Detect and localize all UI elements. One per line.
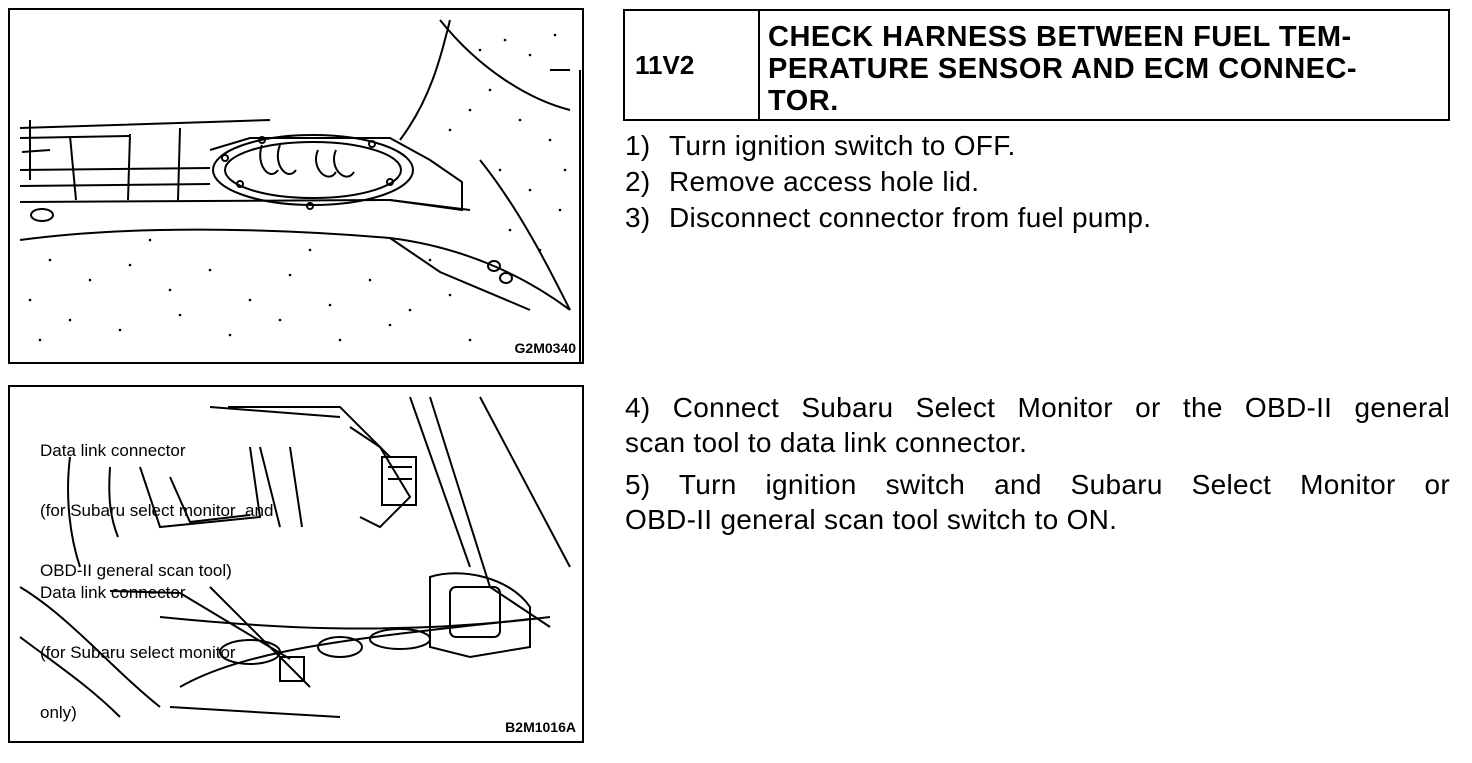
callout-data-link-connector-select-monitor: Data link connector (for Subaru select m… bbox=[40, 543, 236, 763]
step-item: 1) Turn ignition switch to OFF. bbox=[625, 128, 1151, 164]
step-text: Disconnect connector from fuel pump. bbox=[669, 202, 1152, 233]
figure-code: G2M0340 bbox=[514, 340, 576, 356]
callout-line: (for Subaru select monitor bbox=[40, 643, 236, 662]
step-number: 1) bbox=[625, 130, 651, 161]
step-text: Turn ignition switch to OFF. bbox=[669, 130, 1016, 161]
step-title-line: CHECK HARNESS BETWEEN FUEL TEM- bbox=[768, 21, 1352, 53]
step-4-line: scan tool to data link connector. bbox=[625, 427, 1028, 458]
callout-line: Data link connector bbox=[40, 583, 186, 602]
step-5-paragraph: 5) Turn ignition switch and Subaru Selec… bbox=[625, 467, 1450, 537]
step-text: Remove access hole lid. bbox=[669, 166, 980, 197]
step-number: 2) bbox=[625, 166, 651, 197]
step-5-line: OBD-II general scan tool switch to ON. bbox=[625, 504, 1118, 535]
step-list: 1) Turn ignition switch to OFF. 2) Remove … bbox=[625, 128, 1151, 236]
step-title-line: TOR. bbox=[768, 85, 839, 117]
figure-code: B2M1016A bbox=[505, 719, 576, 735]
step-5-line: 5) Turn ignition switch and Subaru Selec… bbox=[625, 469, 1450, 500]
step-item: 3) Disconnect connector from fuel pump. bbox=[625, 200, 1151, 236]
step-title: CHECK HARNESS BETWEEN FUEL TEM- PERATURE… bbox=[760, 11, 1448, 119]
step-number: 3) bbox=[625, 202, 651, 233]
step-item: 2) Remove access hole lid. bbox=[625, 164, 1151, 200]
figure-data-link-connector: Data link connector (for Subaru select m… bbox=[8, 385, 584, 743]
step-header-table: 11V2 CHECK HARNESS BETWEEN FUEL TEM- PER… bbox=[623, 9, 1450, 121]
callout-line: only) bbox=[40, 703, 77, 722]
callout-line: (for Subaru select monitor and bbox=[40, 501, 274, 520]
callout-line: OBD-II general scan tool) bbox=[40, 561, 232, 580]
step-4-paragraph: 4) Connect Subaru Select Monitor or the … bbox=[625, 390, 1450, 460]
fuel-pump-illustration bbox=[19, 19, 581, 362]
callout-line: Data link connector bbox=[40, 441, 186, 460]
step-4-line: 4) Connect Subaru Select Monitor or the … bbox=[625, 392, 1450, 423]
callout-data-link-connector-general: Data link connector (for Subaru select m… bbox=[40, 401, 273, 621]
step-code: 11V2 bbox=[625, 11, 760, 119]
figure-fuel-pump-access: G2M0340 bbox=[8, 8, 584, 364]
data-link-connector-illustration bbox=[19, 396, 571, 718]
step-title-line: PERATURE SENSOR AND ECM CONNEC- bbox=[768, 53, 1358, 85]
